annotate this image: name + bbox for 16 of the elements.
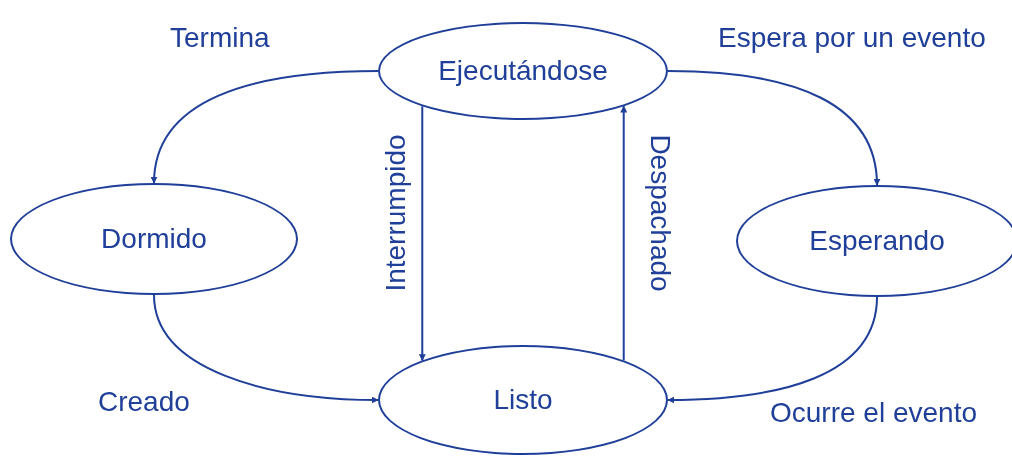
arrow bbox=[667, 296, 878, 404]
state-label: Listo bbox=[493, 384, 553, 416]
edge-label: Termina bbox=[170, 24, 270, 52]
edge-label: Despachado bbox=[646, 134, 674, 292]
arrow bbox=[153, 294, 379, 404]
edge-label: Creado bbox=[98, 388, 190, 416]
state-label: Dormido bbox=[101, 223, 207, 255]
state-label: Ejecutándose bbox=[438, 55, 608, 87]
state-label: Esperando bbox=[809, 225, 945, 257]
edge-label: Interrumpido bbox=[382, 134, 410, 292]
edge-label: Espera por un evento bbox=[718, 24, 986, 52]
arrow bbox=[620, 105, 628, 362]
arrow bbox=[667, 70, 880, 186]
edge-label: Ocurre el evento bbox=[770, 399, 977, 427]
arrow bbox=[151, 70, 379, 184]
arrow bbox=[418, 105, 426, 362]
